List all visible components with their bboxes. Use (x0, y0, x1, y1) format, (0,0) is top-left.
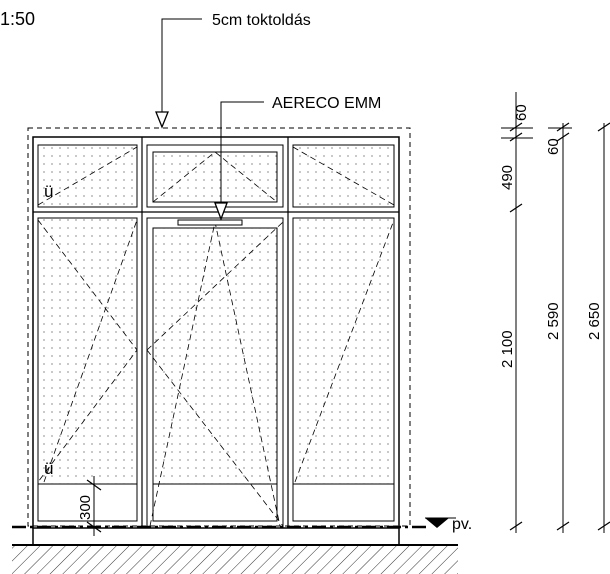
upper-right-pane (292, 144, 395, 208)
floor-label: pv. (452, 516, 472, 533)
tilt-mark-lower: ü (44, 459, 53, 478)
dim-col1-upper: 490 (499, 165, 516, 190)
dimension-column-1: 60 490 2 100 (499, 92, 533, 533)
extension-callout-label: 5cm toktoldás (212, 12, 311, 29)
lower-right-sidelight (292, 217, 395, 522)
lower-left-sidelight (37, 217, 138, 522)
vent-callout-label: AERECO EMM (272, 95, 381, 112)
dim-col1-lower: 2 100 (499, 330, 516, 368)
dim-col3-total: 2 650 (586, 302, 603, 340)
scale-label: 1:50 (0, 9, 35, 29)
sill-dimension-label: 300 (77, 495, 94, 520)
dim-col1-top: 60 (513, 104, 530, 121)
vent-callout: AERECO EMM (214, 95, 381, 221)
dimension-column-3: 2 650 (586, 122, 610, 533)
dimension-column-2: 60 2 590 (545, 122, 572, 533)
extension-outline (27, 127, 411, 527)
sill-dimension: 300 (77, 476, 102, 536)
level-marker-icon (425, 518, 449, 528)
extension-callout: 5cm toktoldás (155, 12, 311, 129)
ground (12, 544, 458, 574)
dim-col2-top: 60 (545, 138, 562, 155)
tilt-mark-upper: ü (44, 182, 53, 201)
dim-col2-total: 2 590 (545, 302, 562, 340)
aereco-vent (177, 219, 243, 226)
center-door-leaf (146, 217, 284, 529)
upper-center-pane (146, 144, 284, 208)
upper-left-pane (37, 144, 138, 208)
